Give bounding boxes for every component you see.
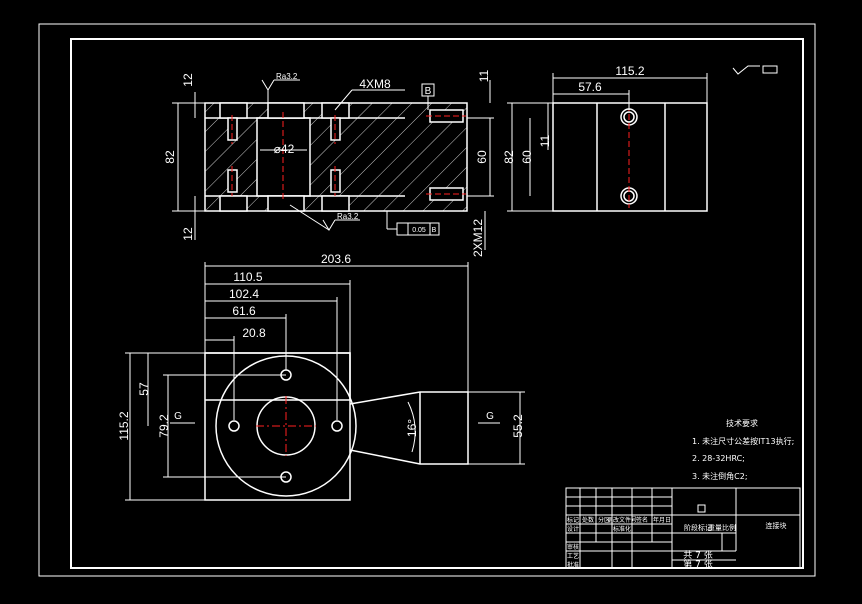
tb-header-2: 处数 [582, 516, 594, 524]
side-outline [552, 102, 708, 212]
notes-title: 技术要求 [726, 418, 758, 428]
dim-top-79: 79.2 [157, 414, 171, 438]
tb-sheet-total: 共 7 张 [683, 550, 712, 561]
tb-header-6: 年月日 [653, 516, 671, 524]
sheet-outer-border [38, 23, 816, 577]
tb-row-review: 审核 [567, 543, 579, 551]
tb-sheet-no: 第 7 张 [683, 558, 712, 570]
dim-front-height-82: 82 [163, 150, 177, 164]
dim-side-inner: 57.6 [578, 80, 602, 94]
top-dim-texts: 203.6 110.5 102.4 61.6 20.8 115.2 57 79.… [117, 252, 525, 441]
front-view [204, 102, 468, 212]
technical-notes: 技术要求 1. 未注尺寸公差按IT13执行; 2. 28-32HRC; 3. 未… [692, 418, 794, 481]
roughness-top: Ra3.2 [276, 72, 298, 81]
section-mark-left: G [174, 411, 182, 422]
dim-front-right-60: 60 [475, 150, 489, 164]
roughness-bottom: Ra3.2 [337, 212, 359, 221]
dim-top-height: 115.2 [117, 411, 131, 440]
tb-weight: 重量 [708, 524, 722, 532]
dim-top-angle: 16° [405, 419, 419, 437]
tb-header-4: 更改文件号 [607, 516, 637, 524]
dim-side-height: 82 [502, 150, 516, 164]
title-block-texts: 连接块 阶段标记 重量 比例 共 7 张 第 7 张 标记 处数 分区 更改文件… [567, 516, 787, 570]
dim-side-inner-height: 60 [520, 150, 534, 164]
tb-row-design: 设计 [567, 525, 579, 533]
top-arm [349, 391, 469, 465]
tb-standardize: 标准化 [613, 525, 631, 533]
notes-item-2: 2. 28-32HRC; [692, 454, 745, 463]
dim-front-right-11: 11 [477, 69, 491, 82]
front-dim-texts: 12 12 82 4XM8 ⌀42 60 11 2XM12 Ra3.2 Ra3.… [163, 69, 491, 257]
front-dimensions [172, 79, 494, 250]
dim-front-top-12: 12 [181, 73, 195, 87]
dim-bore: ⌀42 [274, 142, 295, 156]
title-block [565, 487, 801, 569]
dim-front-bottom-12: 12 [181, 227, 195, 241]
tb-header-3: 分区 [598, 516, 610, 524]
datum-label: B [425, 86, 432, 97]
side-dimensions [507, 73, 708, 212]
notes-item-3: 3. 未注倒角C2; [692, 471, 748, 481]
tb-header-5: 签名 [636, 516, 648, 524]
top-flange-circle [215, 355, 357, 497]
dim-top-b: 102.4 [229, 287, 259, 301]
top-view [204, 352, 469, 501]
dim-thread-side: 2XM12 [471, 219, 485, 257]
side-view [552, 102, 708, 212]
dim-top-a: 110.5 [233, 270, 262, 284]
tolerance-datum: B [432, 227, 437, 234]
dim-top-c: 61.6 [232, 304, 256, 318]
tb-scale: 比例 [722, 523, 736, 532]
top-centerlines [256, 396, 316, 456]
section-mark-right: G [486, 411, 494, 422]
top-dimensions [125, 262, 525, 501]
surface-finish-symbol [732, 65, 778, 75]
tolerance-value: 0.05 [412, 227, 426, 234]
side-dim-texts: 115.2 57.6 82 60 11 [502, 64, 645, 164]
dim-side-width: 115.2 [615, 64, 644, 78]
tb-row-approve: 批准 [567, 561, 579, 569]
dim-top-end-height: 55.2 [511, 414, 525, 438]
dim-top-d: 20.8 [242, 326, 266, 340]
sheet-inner-border [70, 38, 804, 569]
tb-stage-mark: 阶段标记 [684, 523, 712, 532]
dim-top-total: 203.6 [321, 252, 351, 266]
notes-item-1: 1. 未注尺寸公差按IT13执行; [692, 436, 794, 446]
dim-thread-top: 4XM8 [359, 77, 391, 91]
tb-header-1: 标记 [567, 516, 579, 524]
top-body-outline [205, 352, 351, 401]
front-centerlines [231, 112, 466, 202]
dim-top-57: 57 [137, 382, 151, 396]
dim-side-offset: 11 [538, 134, 552, 147]
tb-part-name: 连接块 [766, 521, 787, 530]
tb-row-process: 工艺 [567, 552, 579, 560]
